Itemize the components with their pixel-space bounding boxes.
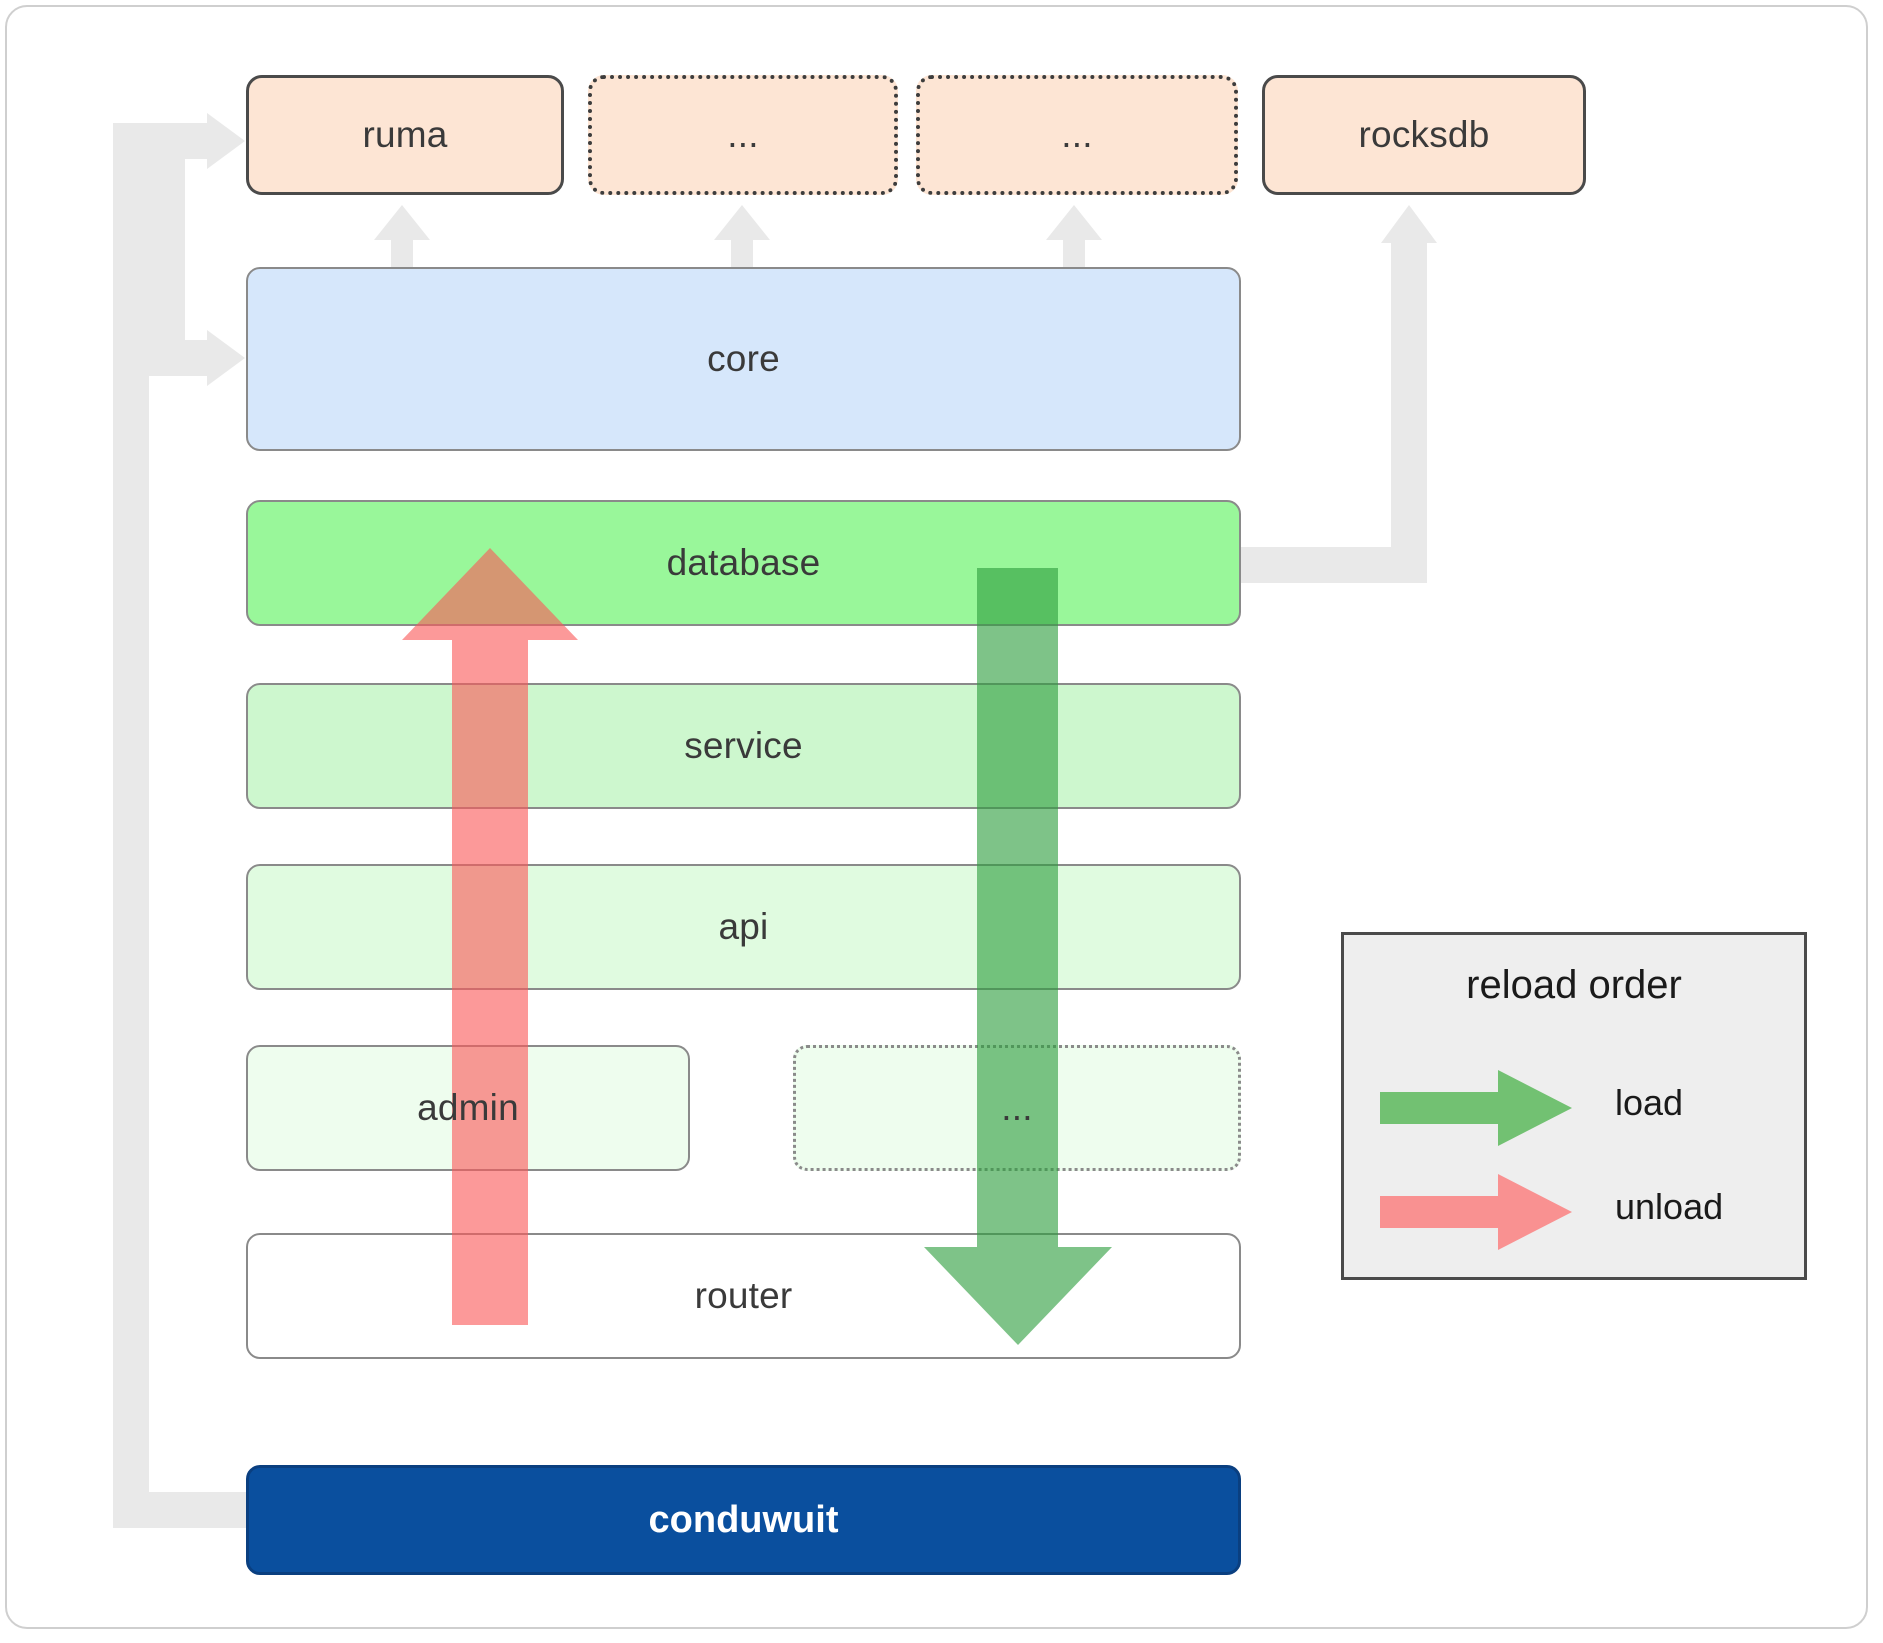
crate-box-service-label: service xyxy=(684,725,803,766)
unload-arrow-swatch xyxy=(1380,1172,1575,1250)
connector-database-to-rocksdb-horizontal xyxy=(1230,547,1410,583)
legend-row-load: load xyxy=(1344,1063,1804,1146)
dep-box-ruma[interactable]: ruma xyxy=(246,75,564,195)
crate-box-database[interactable]: database xyxy=(246,500,1241,626)
dep-box-dots-2[interactable]: ... xyxy=(916,75,1238,195)
crate-box-core-label: core xyxy=(707,338,780,379)
crate-box-database-label: database xyxy=(666,542,821,583)
crate-box-api[interactable]: api xyxy=(246,864,1241,990)
crate-box-admin-label: admin xyxy=(417,1087,519,1128)
binary-box-conduwuit[interactable]: conduwuit xyxy=(246,1465,1241,1575)
dep-box-dots-1[interactable]: ... xyxy=(588,75,898,195)
legend-label-unload: unload xyxy=(1615,1186,1724,1227)
crate-box-service[interactable]: service xyxy=(246,683,1241,809)
connector-arrow-rocksdb xyxy=(1381,205,1437,243)
load-arrow-swatch xyxy=(1380,1068,1575,1146)
connector-branch-core-riser xyxy=(149,130,185,376)
dep-box-rocksdb[interactable]: rocksdb xyxy=(1262,75,1586,195)
dep-box-ruma-label: ruma xyxy=(362,114,448,155)
legend-title: reload order xyxy=(1466,963,1682,1007)
diagram-frame xyxy=(5,5,1868,1629)
crate-box-router[interactable]: router xyxy=(246,1233,1241,1359)
connector-to-conduwuit xyxy=(113,1492,253,1528)
connector-arrow-core xyxy=(207,330,245,386)
connector-arrow-core-to-dots2 xyxy=(1046,205,1102,240)
legend-label-load: load xyxy=(1615,1082,1684,1123)
connector-trunk-vertical xyxy=(113,130,149,1520)
dep-box-rocksdb-label: rocksdb xyxy=(1358,114,1490,155)
binary-box-conduwuit-label: conduwuit xyxy=(648,1498,839,1541)
dep-box-dots-1-label: ... xyxy=(727,114,759,155)
crate-box-dots[interactable]: ... xyxy=(793,1045,1241,1171)
crate-box-router-label: router xyxy=(694,1275,793,1316)
connector-arrow-ruma xyxy=(207,113,245,169)
crate-box-dots-label: ... xyxy=(1001,1087,1033,1128)
crate-box-core[interactable]: core xyxy=(246,267,1241,451)
dep-box-dots-2-label: ... xyxy=(1061,114,1093,155)
legend-row-unload: unload xyxy=(1344,1167,1804,1250)
crate-box-admin[interactable]: admin xyxy=(246,1045,690,1171)
crate-box-api-label: api xyxy=(718,906,769,947)
connector-arrow-core-to-ruma xyxy=(374,205,430,240)
legend-panel: reload order load unload xyxy=(1341,932,1807,1280)
connector-database-to-rocksdb-vertical xyxy=(1391,240,1427,583)
connector-arrow-core-to-dots1 xyxy=(714,205,770,240)
